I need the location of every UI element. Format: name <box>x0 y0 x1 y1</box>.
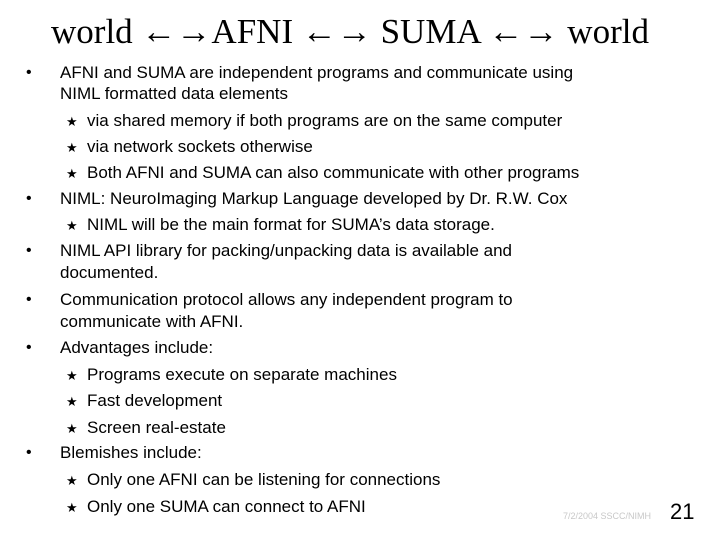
bullet-text: NIML API library for packing/unpacking d… <box>60 241 513 260</box>
star-icon: ★ <box>66 140 78 155</box>
slide-title: world ←→AFNI ←→ SUMA ←→ world <box>51 12 649 51</box>
bullet: • Advantages include: <box>26 338 214 358</box>
bullet-continuation: documented. <box>60 263 159 282</box>
sub-bullet-text: Fast development <box>87 391 223 410</box>
sub-bullet-text: via network sockets otherwise <box>87 137 313 156</box>
sub-bullet: ★ Fast development <box>66 391 223 411</box>
star-icon: ★ <box>66 218 78 233</box>
bullet-dot-icon: • <box>26 242 32 259</box>
bullet-dot-icon: • <box>26 64 32 81</box>
bullet-dot-icon: • <box>26 291 32 308</box>
sub-bullet: ★ via network sockets otherwise <box>66 137 313 157</box>
star-icon: ★ <box>66 421 78 436</box>
sub-bullet-text: Only one SUMA can connect to AFNI <box>87 497 366 516</box>
bullet-dot-icon: • <box>26 339 32 356</box>
page-number: 21 <box>670 499 695 524</box>
bullet: • AFNI and SUMA are independent programs … <box>26 63 574 83</box>
bullet-text: Communication protocol allows any indepe… <box>60 290 513 309</box>
bullet-dot-icon: • <box>26 190 32 207</box>
star-icon: ★ <box>66 368 78 383</box>
bullet: • NIML: NeuroImaging Markup Language deve… <box>26 189 568 209</box>
sub-bullet-text: Only one AFNI can be listening for conne… <box>87 470 441 489</box>
sub-bullet-text: Screen real-estate <box>87 418 226 437</box>
sub-bullet: ★ Programs execute on separate machines <box>66 365 397 385</box>
bullet-text: NIML: NeuroImaging Markup Language devel… <box>60 189 568 208</box>
sub-bullet-text: NIML will be the main format for SUMA’s … <box>87 215 495 234</box>
bullet: • NIML API library for packing/unpacking … <box>26 241 513 261</box>
sub-bullet-text: Programs execute on separate machines <box>87 365 397 384</box>
bullet-dot-icon: • <box>26 444 32 461</box>
star-icon: ★ <box>66 473 78 488</box>
bullet-continuation: communicate with AFNI. <box>60 312 244 331</box>
sub-bullet: ★ NIML will be the main format for SUMA’s… <box>66 215 495 235</box>
sub-bullet: ★ via shared memory if both programs are … <box>66 111 563 131</box>
sub-bullet: ★ Screen real-estate <box>66 418 226 438</box>
sub-bullet: ★ Only one SUMA can connect to AFNI <box>66 497 366 517</box>
sub-bullet: ★ Only one AFNI can be listening for conn… <box>66 470 441 490</box>
footer-date: 7/2/2004 SSCC/NIMH <box>563 511 652 521</box>
bullet-text: Advantages include: <box>60 338 214 357</box>
sub-bullet: ★ Both AFNI and SUMA can also communicate… <box>66 163 580 183</box>
sub-bullet-text: Both AFNI and SUMA can also communicate … <box>87 163 580 182</box>
bullet-text: Blemishes include: <box>60 443 202 462</box>
star-icon: ★ <box>66 394 78 409</box>
bullet-continuation: NIML formatted data elements <box>60 84 289 103</box>
sub-bullet-text: via shared memory if both programs are o… <box>87 111 563 130</box>
bullet-text: AFNI and SUMA are independent programs a… <box>60 63 574 82</box>
star-icon: ★ <box>66 166 78 181</box>
bullet: • Communication protocol allows any indep… <box>26 290 513 310</box>
star-icon: ★ <box>66 114 78 129</box>
bullet: • Blemishes include: <box>26 443 202 463</box>
star-icon: ★ <box>66 500 78 515</box>
